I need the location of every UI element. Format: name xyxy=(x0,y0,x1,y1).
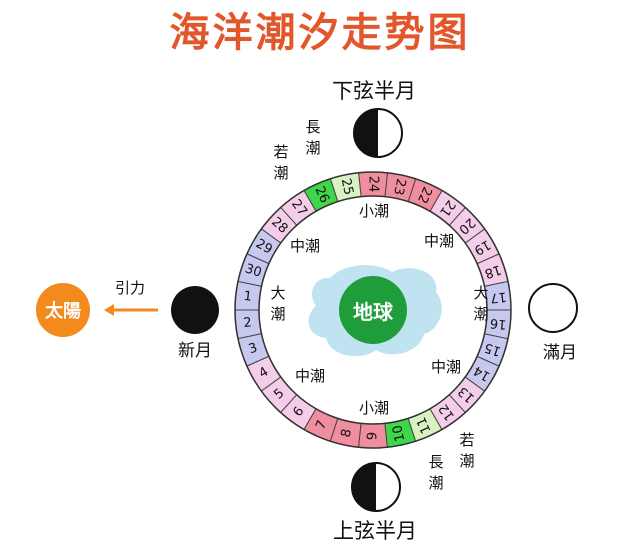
sun-circle xyxy=(36,283,90,337)
full-moon-icon xyxy=(528,283,578,333)
day-number-2: 2 xyxy=(243,315,253,331)
last-quarter-moon-dark-half xyxy=(354,109,378,157)
tide-label-small-top: 小潮 xyxy=(359,202,389,220)
page-title: 海洋潮汐走势图 xyxy=(170,10,471,56)
earth-label: 地球 xyxy=(353,300,394,324)
day-number-24: 24 xyxy=(366,176,381,193)
tide-label-mid-upper-left: 中潮 xyxy=(290,237,320,255)
vertical-tide-labels: 大潮 大潮 長潮 若潮 長潮 若潮 xyxy=(270,118,488,492)
day-number-11: 11 xyxy=(414,414,434,435)
day-number-17: 17 xyxy=(489,289,507,306)
day-number-19: 19 xyxy=(471,236,493,257)
day-number-10: 10 xyxy=(390,424,408,443)
new-moon-group: 新月 xyxy=(171,286,219,361)
day-number-23: 23 xyxy=(390,177,408,196)
last-quarter-moon-label: 下弦半月 xyxy=(332,79,416,103)
new-moon-label: 新月 xyxy=(178,341,212,361)
ring-outer-outline xyxy=(234,171,512,449)
first-quarter-moon-group: 上弦半月 xyxy=(333,462,417,543)
tide-label-long-bottom: 長潮 xyxy=(428,453,443,492)
tide-label-small-bottom: 小潮 xyxy=(359,399,389,417)
gravity-arrow: 引力 xyxy=(104,279,158,316)
new-moon-icon xyxy=(171,286,219,334)
tide-label-mid-lower-right: 中潮 xyxy=(431,358,461,376)
last-quarter-moon-group: 下弦半月 xyxy=(332,79,416,158)
tide-label-great-left: 大潮 xyxy=(270,284,285,323)
day-number-9: 9 xyxy=(366,432,381,440)
gravity-arrow-head xyxy=(104,304,114,316)
day-number-8: 8 xyxy=(339,428,355,439)
tide-label-long-top: 長潮 xyxy=(305,118,320,157)
day-number-30: 30 xyxy=(243,261,263,280)
tide-label-young-top: 若潮 xyxy=(273,143,288,182)
earth-group: 地球 xyxy=(308,265,442,357)
full-moon-label: 滿月 xyxy=(543,343,577,363)
day-number-18: 18 xyxy=(483,261,503,280)
ring-inner-outline xyxy=(258,195,488,425)
day-number-15: 15 xyxy=(483,339,503,358)
day-number-16: 16 xyxy=(489,315,507,332)
earth-circle xyxy=(339,276,407,344)
day-number-29: 29 xyxy=(253,236,275,257)
first-quarter-moon-label: 上弦半月 xyxy=(333,519,417,543)
day-number-14: 14 xyxy=(471,362,493,383)
tide-label-mid-lower-left: 中潮 xyxy=(295,367,325,385)
day-number-26: 26 xyxy=(312,184,332,205)
tide-label-great-right: 大潮 xyxy=(473,284,488,323)
gravity-label: 引力 xyxy=(115,279,145,297)
tide-labels: 小潮 小潮 中潮 中潮 中潮 中潮 xyxy=(290,202,461,417)
day-number-22: 22 xyxy=(414,184,434,205)
day-number-25: 25 xyxy=(338,177,356,196)
tide-label-young-bottom: 若潮 xyxy=(459,431,474,470)
first-quarter-moon-dark-half xyxy=(352,463,376,511)
tide-label-mid-upper-right: 中潮 xyxy=(424,232,454,250)
day-number-1: 1 xyxy=(243,289,253,305)
sun-label: 太陽 xyxy=(45,300,81,322)
full-moon-group: 滿月 xyxy=(528,283,578,363)
sun-group: 太陽 xyxy=(36,283,90,337)
